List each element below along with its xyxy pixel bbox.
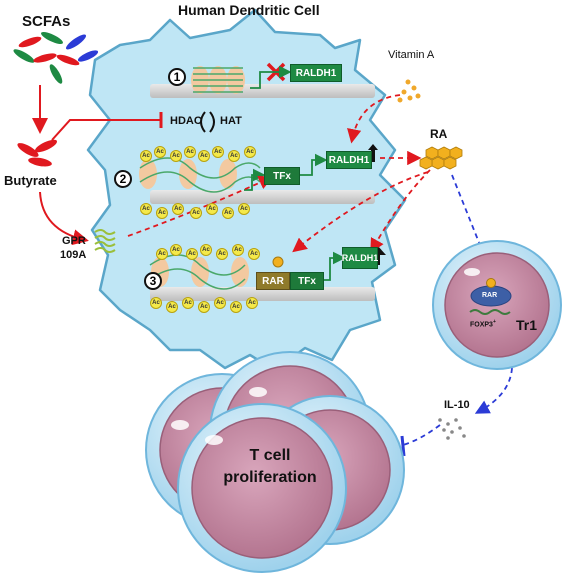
il10-inhibits-tcell-line [402,424,441,446]
ac-mark: Ac [156,248,168,260]
ac-mark: Ac [140,150,152,162]
tcell-cluster [145,351,405,573]
nucleosomes-row-2 [139,157,261,193]
ac-mark: Ac [222,207,234,219]
chromatin-bar-2 [150,190,375,204]
raldh1-box-3: RALDH1 [342,247,378,269]
il10-molecules [438,418,466,440]
ac-mark: Ac [140,203,152,215]
tr1-label: Tr1 [516,317,538,333]
vitamin-a-molecules [397,79,421,103]
step-3-marker: 3 [144,272,162,290]
scfas-label: SCFAs [22,13,71,30]
ac-mark: Ac [232,244,244,256]
ac-mark: Ac [212,146,224,158]
ac-mark: Ac [186,248,198,260]
tr1-cell [432,240,562,370]
gpr-label: GPR [62,235,86,247]
hat-label: HAT [220,115,242,127]
ac-mark: Ac [244,146,256,158]
ac-mark: Ac [184,146,196,158]
ac-mark: Ac [170,244,182,256]
raldh1-box-2: RALDH1 [326,151,372,169]
ac-mark: Ac [238,203,250,215]
ac-mark: Ac [200,244,212,256]
ra-molecules [419,146,463,170]
butyrate-label: Butyrate [4,173,57,188]
ac-mark: Ac [190,207,202,219]
tfx-box-2: TFx [290,272,324,290]
tr1-to-il10-arrow [474,367,513,414]
ac-mark: Ac [150,297,162,309]
vitamin-a-label: Vitamin A [388,49,435,61]
chromatin-bar-3 [150,287,375,301]
chromatin-bar-1 [150,84,375,98]
foxp3-label: FOXP3+ [470,319,496,329]
ac-mark: Ac [170,150,182,162]
ra-ligand-bound [272,256,284,268]
ac-mark: Ac [182,297,194,309]
gpr109a-receptor-icon [94,229,116,253]
rar-in-cell-label: RAR [482,292,498,299]
il10-inhibition-bar [400,435,406,457]
ac-mark: Ac [156,207,168,219]
gene-arrow-2a [244,168,266,191]
ac-mark: Ac [246,297,258,309]
diagram-title: Human Dendritic Cell [178,2,320,18]
hdac-hat-cycle-icon [200,111,215,133]
tcell-label-line1: T cell [249,447,291,464]
ac-mark: Ac [230,301,242,313]
tcell-label-line2: proliferation [223,469,317,486]
step-2-marker: 2 [114,170,132,188]
gene-arrow-1 [250,65,292,89]
ac-mark: Ac [214,297,226,309]
scfa-molecules [13,32,99,84]
ac-mark: Ac [216,248,228,260]
ac-mark: Ac [172,203,184,215]
ac-mark: Ac [198,150,210,162]
ra-label: RA [430,127,448,141]
ac-mark: Ac [206,203,218,215]
ac-mark: Ac [248,248,260,260]
butyrate-inhibits-hdac-line [51,119,160,141]
il10-label: IL-10 [444,399,470,411]
hdac-label: HDAC [170,115,202,127]
upregulation-arrow-small [368,144,378,162]
nucleosomes-row-1 [191,66,245,94]
rar-box: RAR [256,272,290,290]
step-1-marker: 1 [168,68,186,86]
raldh1-box-1: RALDH1 [290,64,342,82]
ac-mark: Ac [228,150,240,162]
butyrate-molecules [17,139,58,167]
gpr-label-2: 109A [60,249,87,261]
gene-arrow-3 [322,251,346,281]
gene-arrow-2b [300,153,328,176]
ac-mark: Ac [198,301,210,313]
tfx-box-1: TFx [264,167,300,185]
ac-mark: Ac [154,146,166,158]
ac-mark: Ac [166,301,178,313]
butyrate-to-gpr-arrow [39,191,89,246]
